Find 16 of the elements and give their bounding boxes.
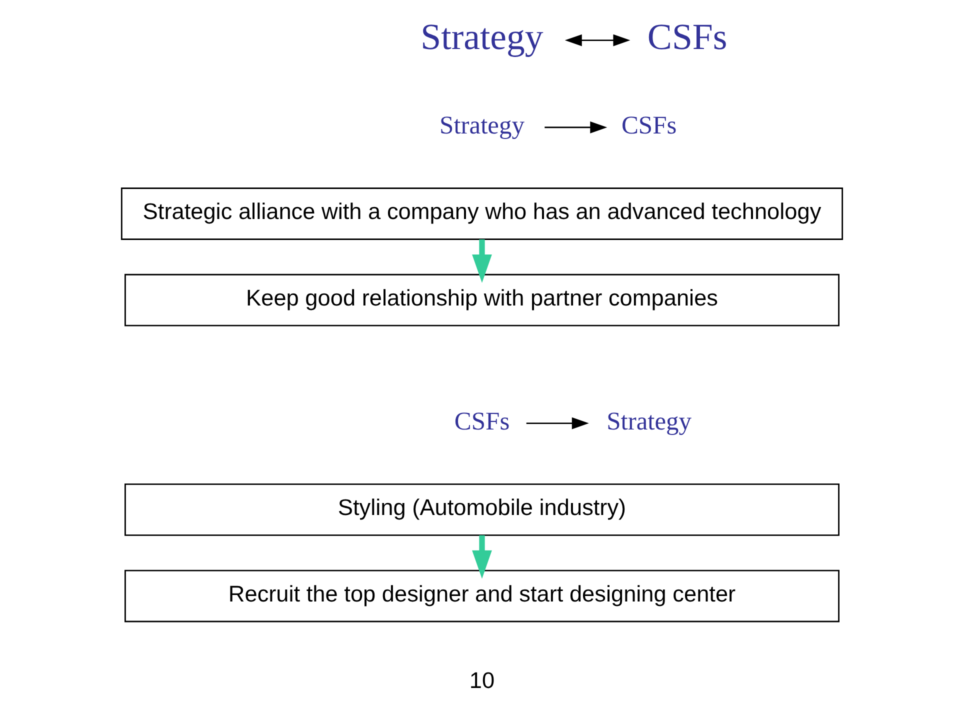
arrow: [526, 417, 588, 430]
node-text: CSFs: [620, 110, 676, 140]
node-text: Strategy: [439, 110, 524, 140]
arrow: [472, 535, 492, 579]
node-text: CSFs: [646, 16, 727, 58]
node-box: Keep good relationship with partner companies: [124, 274, 839, 326]
node-box: Recruit the top designer and start designing center: [124, 570, 839, 622]
node-text: CSFs: [454, 406, 510, 436]
node-text: Strategy: [606, 406, 692, 436]
node-box: Styling (Automobile industry): [124, 483, 839, 536]
node-text: Strategy: [420, 16, 543, 58]
arrow: [564, 34, 630, 46]
arrow: [472, 239, 492, 283]
label: 10: [468, 666, 494, 693]
arrow: [544, 121, 607, 134]
node-box: Strategic alliance with a company who has an advanced technology: [120, 188, 843, 240]
